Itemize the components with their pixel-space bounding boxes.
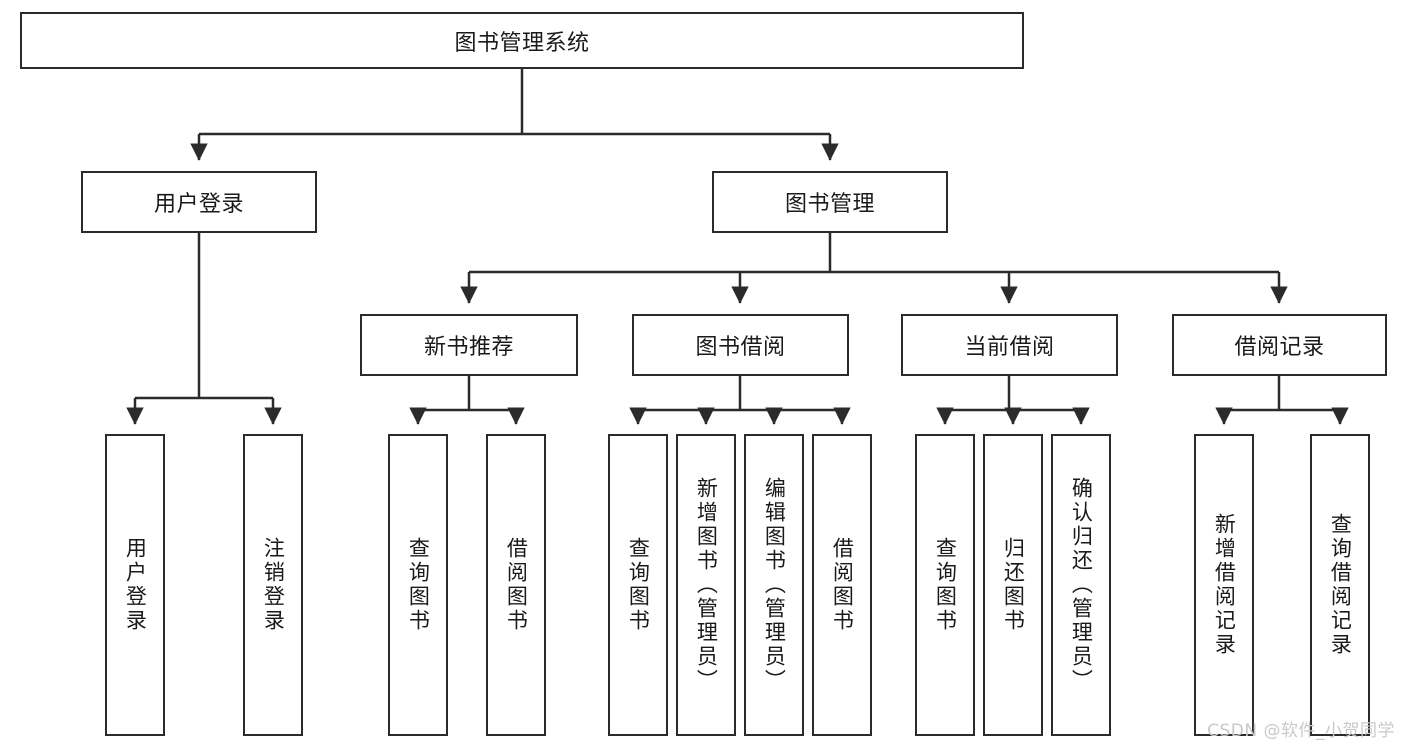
- leaf-add-book-admin[interactable]: 新增图书（管理员）: [676, 434, 736, 736]
- leaf-query-borrow-record[interactable]: 查询借阅记录: [1310, 434, 1370, 736]
- watermark: CSDN @软件_小贺同学: [1207, 721, 1395, 741]
- leaf-edit-book-admin-label: 编辑图书（管理员）: [762, 477, 787, 693]
- node-book-manage-label: 图书管理: [784, 192, 875, 217]
- node-book-borrow[interactable]: 图书借阅: [632, 314, 849, 376]
- node-book-manage[interactable]: 图书管理: [712, 171, 948, 233]
- leaf-add-borrow-record-label: 新增借阅记录: [1212, 513, 1237, 657]
- node-borrow-record[interactable]: 借阅记录: [1172, 314, 1387, 376]
- node-user-login[interactable]: 用户登录: [81, 171, 317, 233]
- node-current-borrow-label: 当前借阅: [964, 335, 1055, 360]
- leaf-query-book-rec-label: 查询图书: [406, 537, 431, 633]
- leaf-borrow-book[interactable]: 借阅图书: [812, 434, 872, 736]
- leaf-confirm-return-admin[interactable]: 确认归还（管理员）: [1051, 434, 1111, 736]
- node-book-borrow-label: 图书借阅: [695, 335, 786, 360]
- leaf-confirm-return-admin-label: 确认归还（管理员）: [1069, 477, 1094, 693]
- node-borrow-record-label: 借阅记录: [1234, 335, 1325, 360]
- leaf-borrow-book-rec-label: 借阅图书: [504, 537, 529, 633]
- node-root-label: 图书管理系统: [454, 30, 590, 56]
- leaf-borrow-book-rec[interactable]: 借阅图书: [486, 434, 546, 736]
- leaf-add-book-admin-label: 新增图书（管理员）: [694, 477, 719, 693]
- leaf-query-book-rec[interactable]: 查询图书: [388, 434, 448, 736]
- leaf-query-book-current-label: 查询图书: [933, 537, 958, 633]
- leaf-return-book-label: 归还图书: [1001, 537, 1026, 633]
- leaf-user-login-label: 用户登录: [123, 537, 148, 633]
- leaf-add-borrow-record[interactable]: 新增借阅记录: [1194, 434, 1254, 736]
- leaf-query-book-borrow[interactable]: 查询图书: [608, 434, 668, 736]
- leaf-borrow-book-label: 借阅图书: [830, 537, 855, 633]
- leaf-user-logout-label: 注销登录: [261, 537, 286, 633]
- node-root[interactable]: 图书管理系统: [20, 12, 1024, 69]
- leaf-query-book-borrow-label: 查询图书: [626, 537, 651, 633]
- leaf-return-book[interactable]: 归还图书: [983, 434, 1043, 736]
- node-new-book-recommend-label: 新书推荐: [423, 335, 514, 360]
- node-new-book-recommend[interactable]: 新书推荐: [360, 314, 578, 376]
- node-user-login-label: 用户登录: [153, 192, 244, 217]
- leaf-query-book-current[interactable]: 查询图书: [915, 434, 975, 736]
- node-current-borrow[interactable]: 当前借阅: [901, 314, 1118, 376]
- leaf-query-borrow-record-label: 查询借阅记录: [1328, 513, 1353, 657]
- leaf-user-login[interactable]: 用户登录: [105, 434, 165, 736]
- leaf-edit-book-admin[interactable]: 编辑图书（管理员）: [744, 434, 804, 736]
- leaf-user-logout[interactable]: 注销登录: [243, 434, 303, 736]
